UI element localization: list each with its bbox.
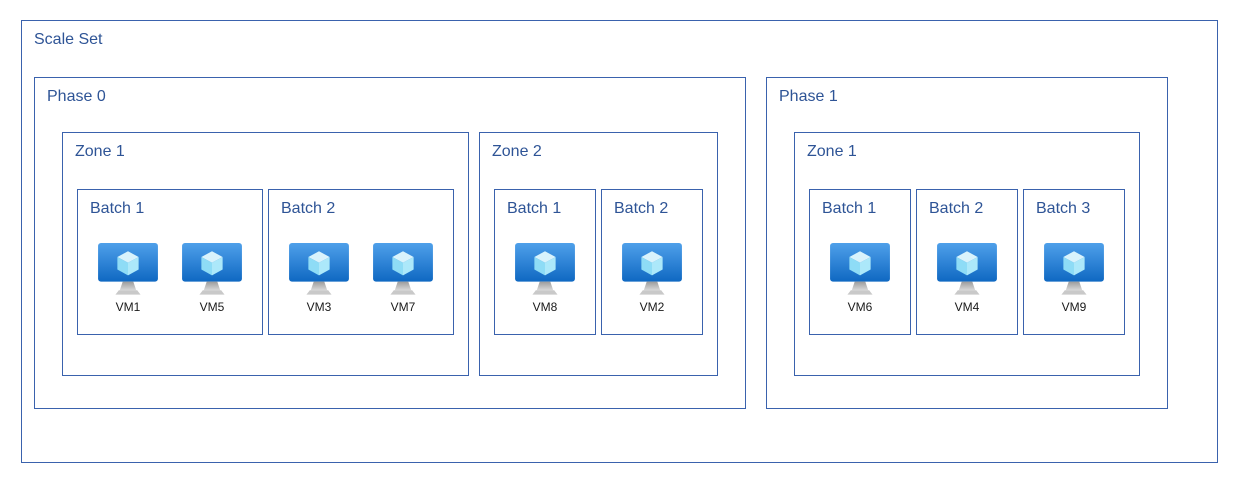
vm-label: VM1 [115,300,141,314]
batch-label: Batch 2 [614,200,669,217]
vm-item: VM2 [610,243,694,314]
batch-box: Batch 1 VM8 [494,189,596,335]
virtual-machine-icon [373,243,433,295]
zones-row: Zone 1 Batch 1 VM1 VM5 Batch 2 VM3 VM7 Zone 2 Ba… [62,132,718,376]
zones-row: Zone 1 Batch 1 VM6 Batch 2 VM4 Batch 3 VM9 [794,132,1140,376]
scale-set-label: Scale Set [34,31,103,48]
virtual-machine-icon [1044,243,1104,295]
vms-row: VM9 [1032,243,1116,314]
phase-box: Phase 1 Zone 1 Batch 1 VM6 Batch 2 VM4 Batch 3… [766,77,1168,409]
vm-item: VM6 [818,243,902,314]
virtual-machine-icon [289,243,349,295]
virtual-machine-icon [182,243,242,295]
vm-label: VM2 [639,300,665,314]
batch-label: Batch 1 [90,200,145,217]
phase-label: Phase 0 [47,88,106,105]
vm-label: VM6 [847,300,873,314]
batch-label: Batch 1 [822,200,877,217]
batch-label: Batch 2 [281,200,336,217]
zone-label: Zone 1 [807,143,857,160]
batch-box: Batch 2 VM4 [916,189,1018,335]
batch-box: Batch 1 VM1 VM5 [77,189,263,335]
vm-label: VM8 [532,300,558,314]
virtual-machine-icon [98,243,158,295]
vms-row: VM1 VM5 [86,243,254,314]
vms-row: VM4 [925,243,1009,314]
batch-label: Batch 1 [507,200,562,217]
vms-row: VM3 VM7 [277,243,445,314]
batch-box: Batch 2 VM2 [601,189,703,335]
virtual-machine-icon [515,243,575,295]
batch-box: Batch 2 VM3 VM7 [268,189,454,335]
zone-label: Zone 2 [492,143,542,160]
vm-item: VM9 [1032,243,1116,314]
vms-row: VM8 [503,243,587,314]
vm-item: VM8 [503,243,587,314]
vms-row: VM6 [818,243,902,314]
zone-box: Zone 1 Batch 1 VM1 VM5 Batch 2 VM3 VM7 [62,132,469,376]
vm-item: VM3 [277,243,361,314]
vm-item: VM4 [925,243,1009,314]
zone-box: Zone 2 Batch 1 VM8 Batch 2 VM2 [479,132,718,376]
virtual-machine-icon [937,243,997,295]
batch-box: Batch 1 VM6 [809,189,911,335]
batches-row: Batch 1 VM8 Batch 2 VM2 [494,189,703,335]
batches-row: Batch 1 VM6 Batch 2 VM4 Batch 3 VM9 [809,189,1125,335]
zone-label: Zone 1 [75,143,125,160]
batch-label: Batch 3 [1036,200,1091,217]
batch-label: Batch 2 [929,200,984,217]
vms-row: VM2 [610,243,694,314]
vm-item: VM7 [361,243,445,314]
vm-label: VM5 [199,300,225,314]
vm-label: VM4 [954,300,980,314]
virtual-machine-icon [830,243,890,295]
virtual-machine-icon [622,243,682,295]
vm-item: VM1 [86,243,170,314]
vm-label: VM7 [390,300,416,314]
batch-box: Batch 3 VM9 [1023,189,1125,335]
phase-label: Phase 1 [779,88,838,105]
vm-label: VM9 [1061,300,1087,314]
vm-label: VM3 [306,300,332,314]
zone-box: Zone 1 Batch 1 VM6 Batch 2 VM4 Batch 3 VM9 [794,132,1140,376]
batches-row: Batch 1 VM1 VM5 Batch 2 VM3 VM7 [77,189,454,335]
vm-item: VM5 [170,243,254,314]
